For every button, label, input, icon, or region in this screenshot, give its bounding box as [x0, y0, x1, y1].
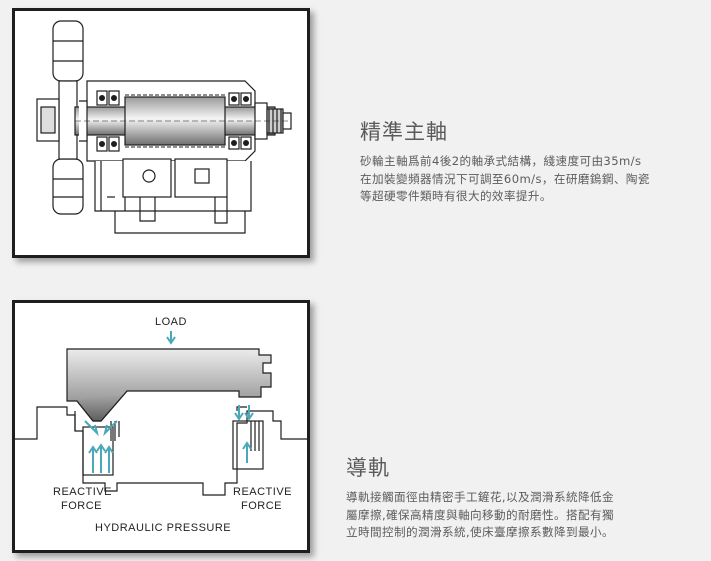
spindle-drawing — [36, 20, 292, 234]
reactive-force-left-line1: REACTIVE — [53, 486, 112, 498]
machine-bed — [15, 406, 307, 496]
reactive-force-right-line2: FORCE — [241, 500, 282, 512]
hydraulic-pressure-label: HYDRAULIC PRESSURE — [95, 522, 231, 534]
load-label: LOAD — [155, 316, 187, 328]
spindle-description: 砂輪主軸爲前4後2的軸承式結構，綫速度可由35m/s 在加裝變頻器情況下可調至6… — [360, 153, 700, 206]
load-arrow-icon — [166, 331, 176, 345]
reactive-force-right-line1: REACTIVE — [233, 486, 292, 498]
spindle-text-block: 精準主軸 砂輪主軸爲前4後2的軸承式結構，綫速度可由35m/s 在加裝變頻器情況… — [360, 116, 700, 206]
spindle-title: 精準主軸 — [360, 120, 448, 144]
spindle-desc-line: 砂輪主軸爲前4後2的軸承式結構，綫速度可由35m/s — [360, 154, 642, 168]
guideway-desc-line: 導軌接觸面徑由精密手工鏟花,以及潤滑系統降低金 — [346, 490, 614, 504]
spindle-desc-line: 等超硬零件類時有很大的效率提升。 — [360, 189, 552, 203]
guideway-title: 導軌 — [346, 456, 390, 480]
guideway-desc-line: 屬摩擦,確保高精度與軸向移動的耐磨性。搭配有獨 — [346, 507, 614, 522]
guideway-text-block: 導軌 導軌接觸面徑由精密手工鏟花,以及潤滑系統降低金 屬摩擦,確保高精度與軸向移… — [346, 452, 696, 542]
guideway-desc-line: 立時間控制的潤滑系統,使床臺摩擦系數降到最小。 — [346, 525, 614, 539]
spindle-desc-line: 在加裝變頻器情況下可調至60m/s，在研磨鎢鋼、陶瓷 — [360, 171, 650, 186]
spindle-diagram-panel — [12, 8, 310, 258]
hydraulic-arrows — [84, 405, 254, 473]
guideway-diagram-panel: LOAD REACTIVE FORCE REACTIVE — [12, 300, 310, 553]
guideway-description: 導軌接觸面徑由精密手工鏟花,以及潤滑系統降低金 屬摩擦,確保高精度與軸向移動的耐… — [346, 489, 696, 542]
v-way — [76, 390, 128, 422]
guideway-drawing: LOAD REACTIVE FORCE REACTIVE — [15, 316, 307, 534]
reactive-force-left-line2: FORCE — [61, 500, 102, 512]
